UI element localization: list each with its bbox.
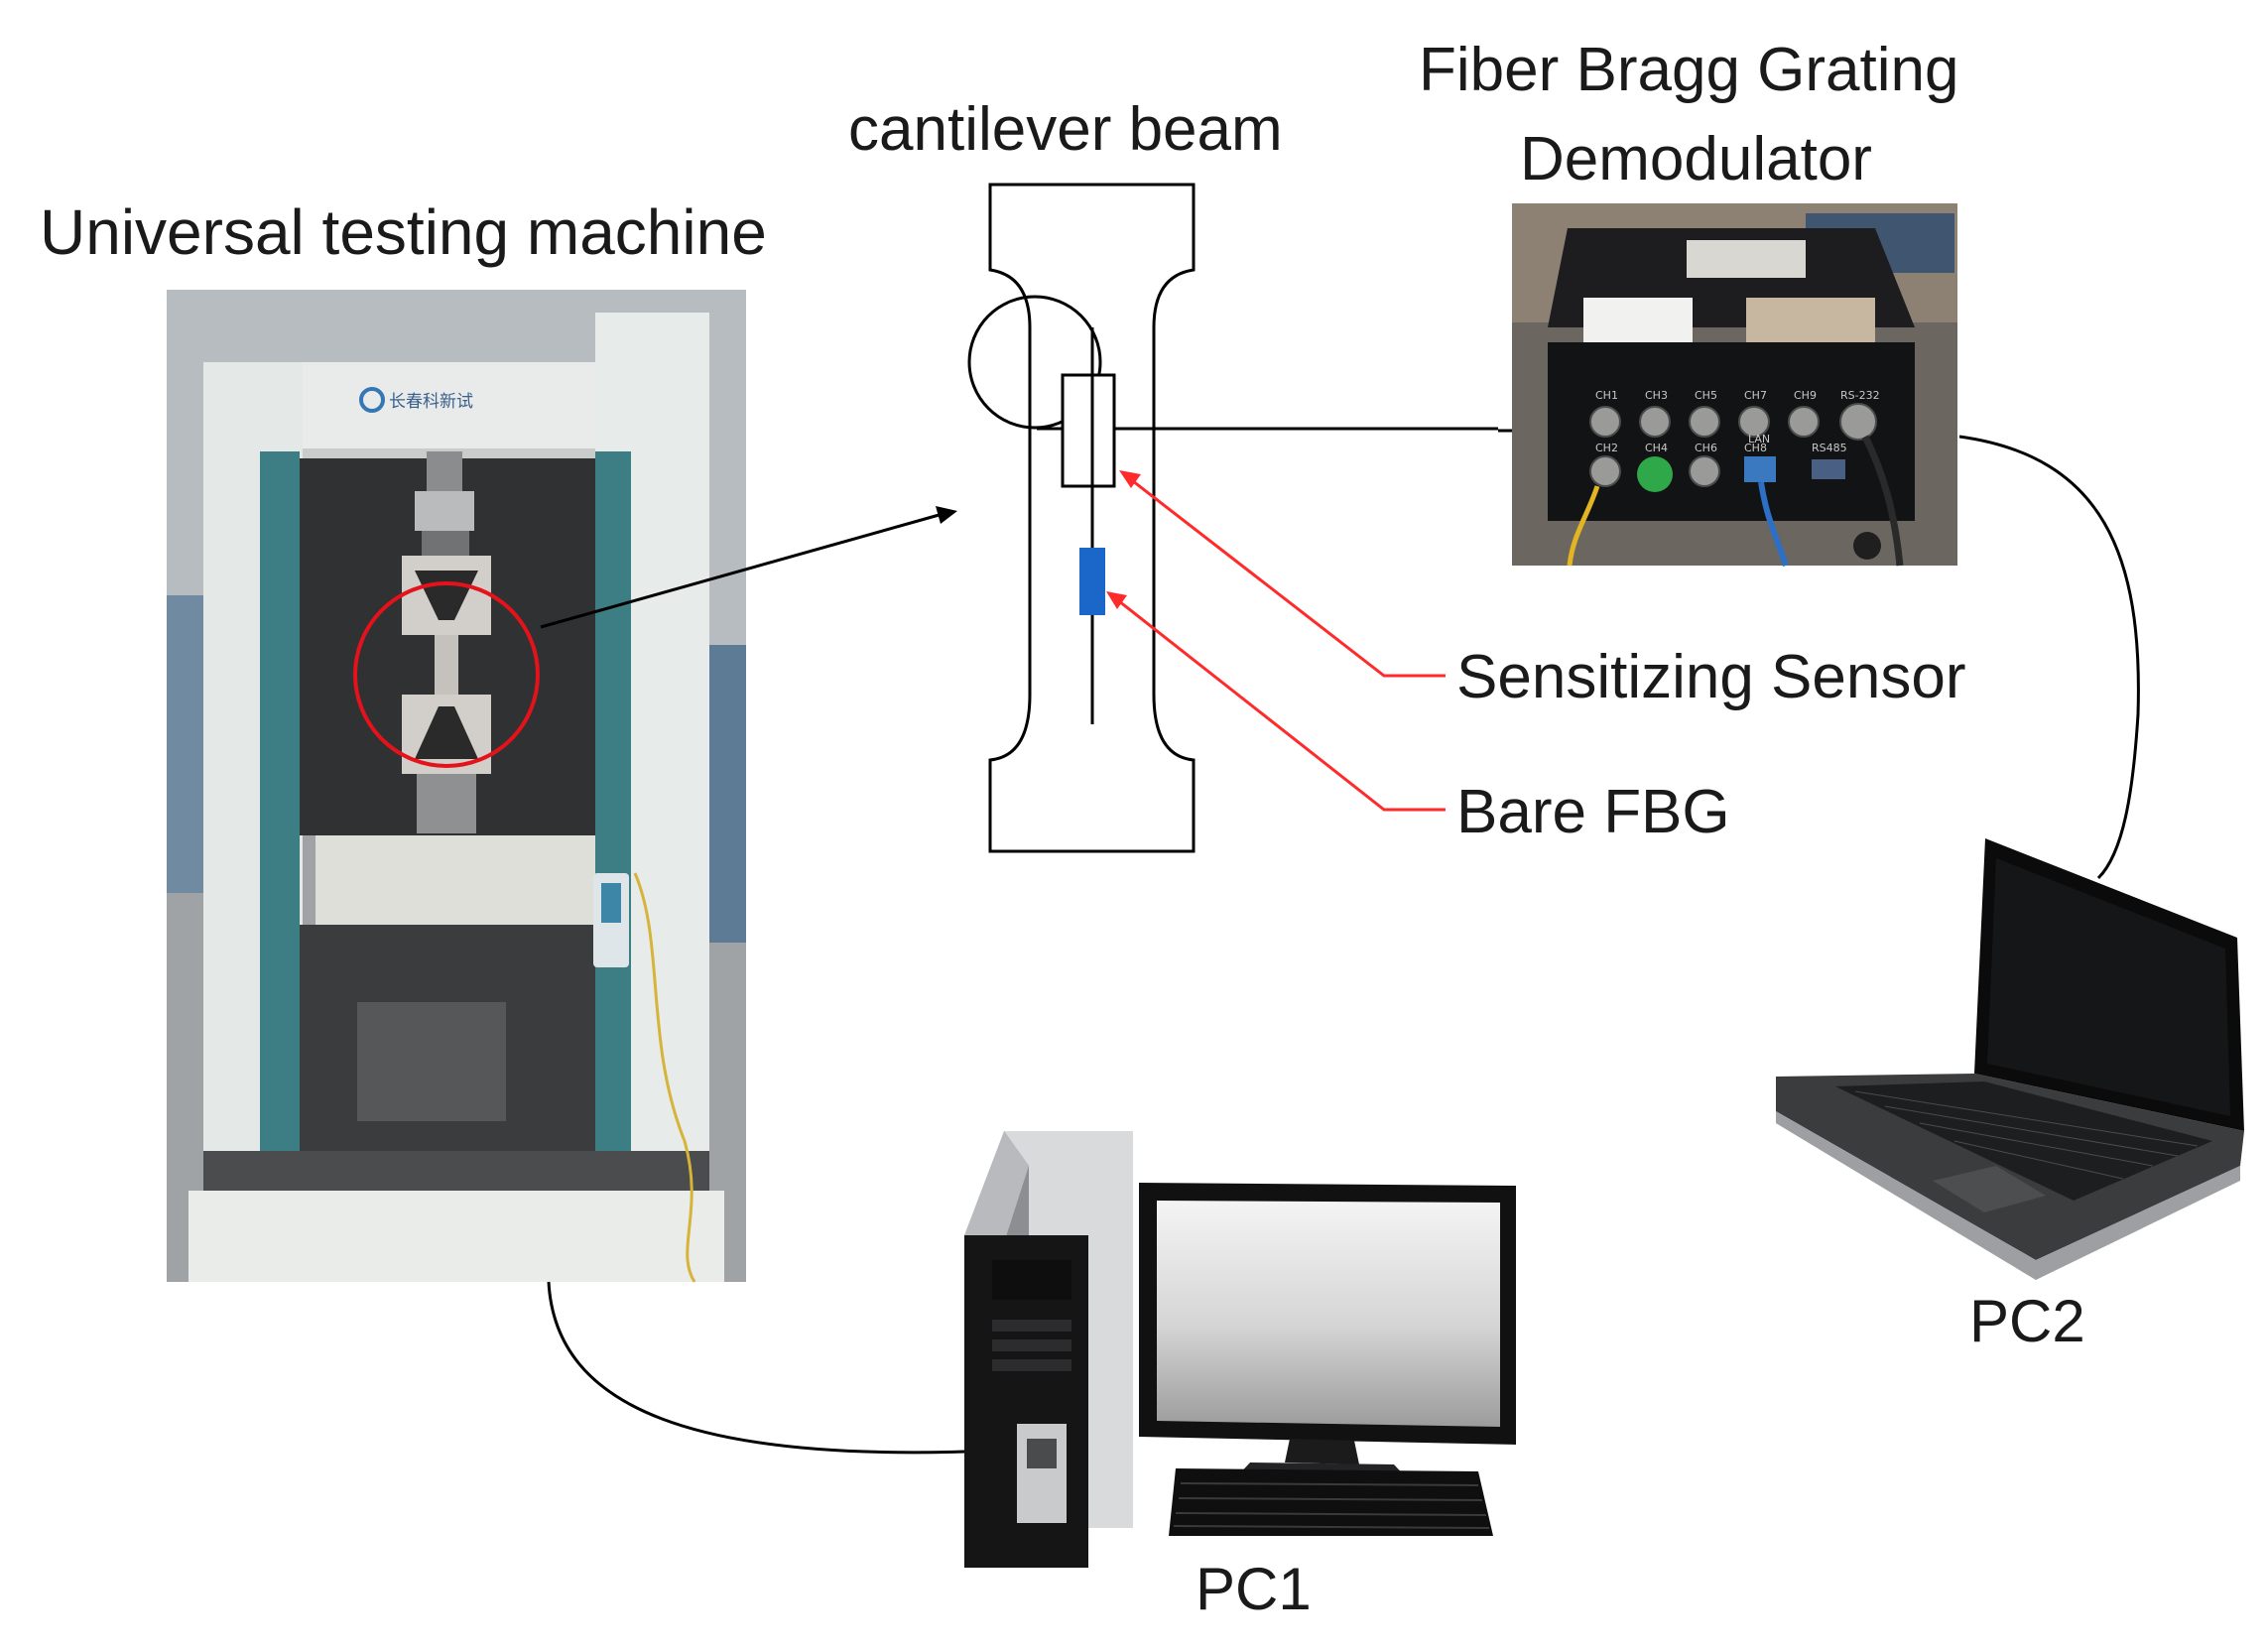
cantilever-beam-sketch (967, 183, 1526, 853)
bare-fbg-label: Bare FBG (1456, 778, 1730, 846)
sensor-annotation-arrow (1119, 470, 1446, 678)
beam-label: cantilever beam (848, 95, 1283, 164)
utm-logo-text: 长春科新试 (389, 392, 473, 412)
port-label: CH4 (1645, 442, 1668, 454)
fbg-annotation-arrow (1106, 591, 1446, 812)
demodulator-label-line1: Fiber Bragg Grating (1419, 36, 1959, 104)
port-label: CH5 (1695, 389, 1717, 402)
port-label: CH8 (1744, 442, 1767, 454)
port-label: CH2 (1595, 442, 1618, 454)
demodulator-label-line2: Demodulator (1520, 125, 1872, 193)
port-label: RS-232 (1840, 389, 1880, 402)
port-label: CH9 (1794, 389, 1817, 402)
pc1-desktop-icon (964, 1131, 1516, 1568)
utm-to-pc1-cable (547, 1281, 995, 1455)
utm-to-beam-arrow (540, 512, 944, 629)
utm-photo: 长春科新试 (167, 290, 746, 1283)
port-label: RS485 (1812, 442, 1847, 454)
port-label: CH7 (1744, 389, 1767, 402)
demodulator-to-pc2-cable (1958, 435, 2140, 880)
port-label: LAN (1748, 433, 1770, 445)
pc1-label: PC1 (1196, 1556, 1312, 1622)
pc2-laptop-icon (1776, 838, 2244, 1280)
port-label: CH1 (1595, 389, 1618, 402)
sensitizing-sensor-label: Sensitizing Sensor (1456, 643, 1966, 711)
port-label: CH6 (1695, 442, 1717, 454)
port-label: CH3 (1645, 389, 1668, 402)
utm-to-beam-arrowhead (936, 506, 957, 524)
bare-fbg-marker (1079, 548, 1105, 615)
demodulator-photo: CH1 CH3 CH5 CH7 CH9 RS-232 CH2 CH4 CH6 C… (1512, 203, 1957, 567)
utm-label: Universal testing machine (40, 196, 767, 268)
pc2-label: PC2 (1969, 1288, 2085, 1354)
